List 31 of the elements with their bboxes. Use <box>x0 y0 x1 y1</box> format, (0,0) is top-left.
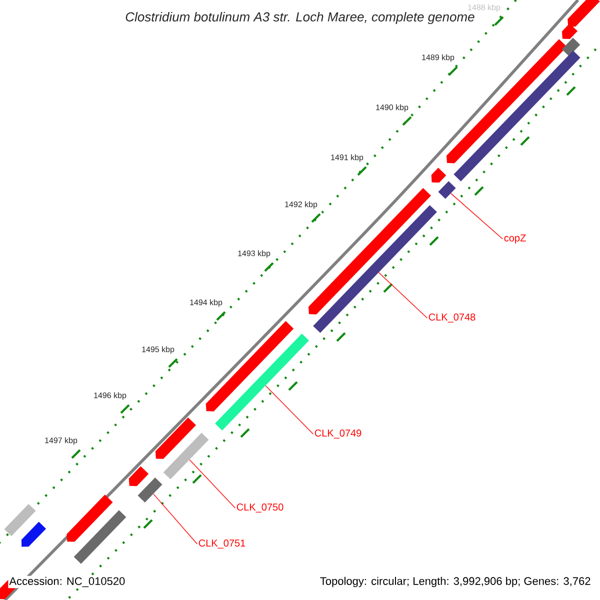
gene-label: CLK_0748 <box>428 314 476 322</box>
gene-bar <box>74 510 126 564</box>
tick-label: 1496 kbp <box>92 391 128 401</box>
tick-label: 1492 kbp <box>284 200 318 210</box>
gene-bar <box>163 432 209 480</box>
gene-label: CLK_0750 <box>236 504 284 512</box>
leader-line <box>153 494 198 544</box>
tick-label: 1490 kbp <box>374 103 410 113</box>
title: Clostridium botulinum A3 str. Loch Maree, complete genome <box>126 12 474 24</box>
gene-bar <box>562 38 580 56</box>
gene-bar <box>4 504 36 536</box>
leader-line <box>189 459 236 508</box>
leader-line <box>450 193 504 240</box>
gene-bar <box>215 334 310 430</box>
leader-line <box>265 385 314 434</box>
gene-bar <box>138 478 162 502</box>
tick-label: 1488 kbp <box>466 3 502 13</box>
leader-line <box>378 272 428 318</box>
footer-text: Topology: circular; Length: 3,992,906 bp; Genes: 3,762 <box>318 576 592 588</box>
tick-label: 1495 kbp <box>140 345 176 355</box>
tick-label: 1493 kbp <box>236 249 272 259</box>
gene-label: copZ <box>504 234 526 244</box>
gene-bar <box>438 181 456 199</box>
gene-bar <box>454 50 580 182</box>
tick-label: 1491 kbp <box>330 153 364 163</box>
gene-label: CLK_0751 <box>198 540 246 548</box>
tick-label: 1497 kbp <box>44 436 78 446</box>
gene-label: CLK_0749 <box>314 430 362 438</box>
footer-text: Accession: NC_010520 <box>8 576 126 588</box>
tick-label: 1489 kbp <box>420 53 456 63</box>
tick-label: 1494 kbp <box>188 298 224 308</box>
